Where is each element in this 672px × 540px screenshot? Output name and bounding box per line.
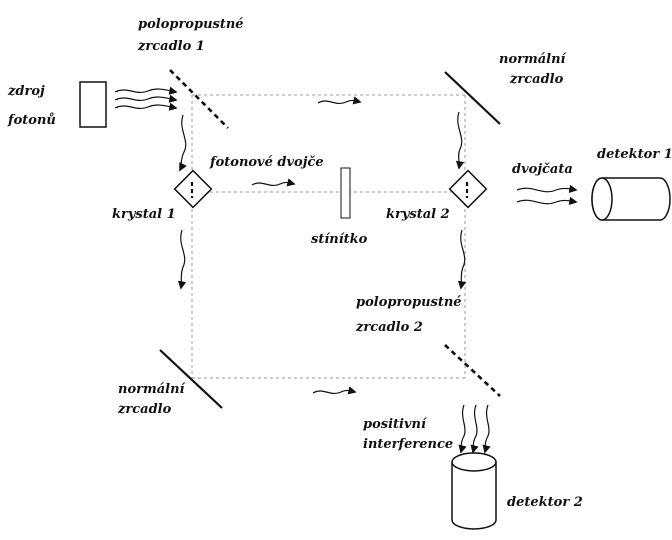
crystal-2-label: krystal 2 bbox=[386, 207, 450, 222]
detector-2-cylinder bbox=[451, 452, 497, 530]
photon-source-box bbox=[79, 81, 107, 128]
bs2-label-1: polopropustné bbox=[356, 295, 462, 310]
interference-label-1: positivní bbox=[363, 417, 428, 432]
detector-2-label: detektor 2 bbox=[507, 495, 583, 510]
beam-splitter-1 bbox=[169, 69, 229, 129]
mirror-top-label-1: normální bbox=[499, 52, 568, 67]
mirror-bottom-label-2: zrcadlo bbox=[117, 402, 172, 417]
bs1-label-2: zrcadlo 1 bbox=[137, 39, 205, 54]
mirror-top-label-2: zrcadlo bbox=[509, 72, 564, 87]
crystal-1 bbox=[173, 169, 213, 209]
twins-label: dvojčata bbox=[512, 162, 573, 177]
mirror-bottom-label-1: normální bbox=[118, 382, 187, 397]
crystal-1-label: krystal 1 bbox=[112, 207, 176, 222]
photon-arrows bbox=[114, 86, 578, 454]
normal-mirror-top bbox=[444, 71, 501, 125]
source-label-1: zdroj bbox=[7, 84, 45, 99]
detector-1-cylinder bbox=[591, 177, 671, 221]
normal-mirror-bottom bbox=[159, 349, 223, 409]
screen-plate bbox=[340, 167, 351, 219]
beam-paths bbox=[191, 94, 466, 379]
interference-label-2: interference bbox=[363, 437, 453, 452]
bs2-label-2: zrcadlo 2 bbox=[355, 320, 423, 335]
source-label-2: fotonů bbox=[7, 113, 56, 128]
detector-1-label: detektor 1 bbox=[597, 147, 672, 162]
bs1-label-1: polopropustné bbox=[138, 17, 244, 32]
crystal-2 bbox=[448, 169, 488, 209]
photon-twins-label: fotonové dvojče bbox=[209, 155, 324, 170]
beam-splitter-2 bbox=[444, 344, 501, 397]
screen-label: stínítko bbox=[311, 232, 368, 247]
